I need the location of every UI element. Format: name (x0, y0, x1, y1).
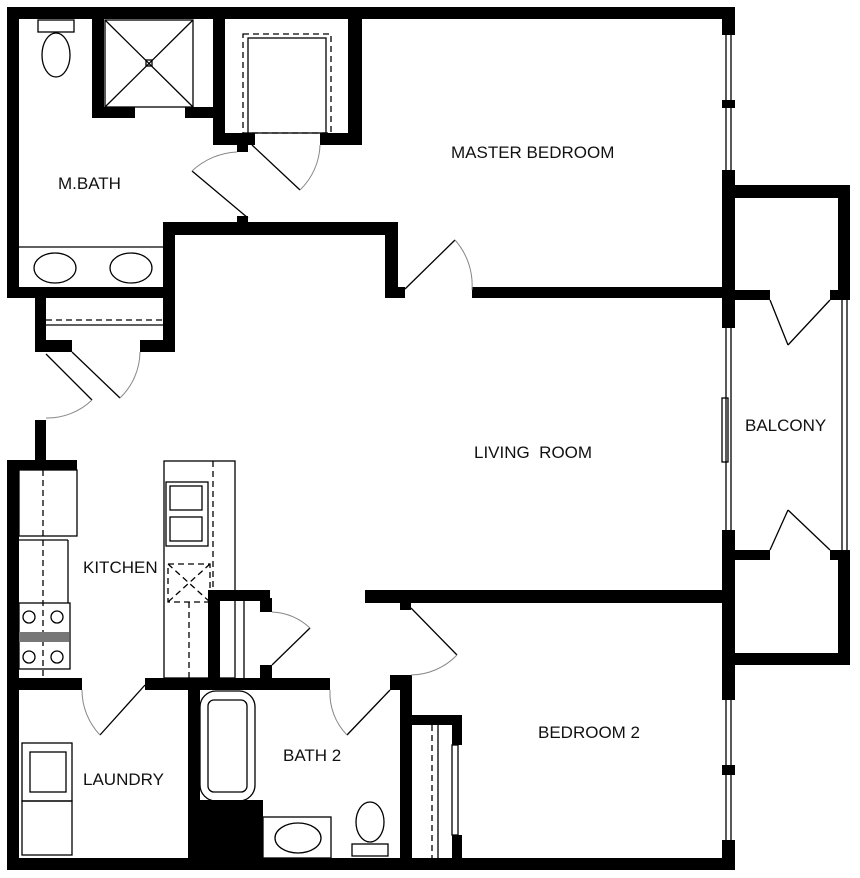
label-bath-2: BATH 2 (283, 746, 341, 765)
shower (104, 19, 194, 108)
label-balcony: BALCONY (745, 416, 826, 435)
sink-icon (274, 822, 322, 854)
vanity (262, 816, 332, 859)
doors (45, 144, 831, 736)
toilet-icon (355, 801, 385, 843)
label-laundry: LAUNDRY (83, 770, 164, 789)
bathtub (199, 690, 256, 802)
sink-icon (109, 252, 153, 284)
label-living-room: LIVING ROOM (474, 443, 592, 462)
fixtures (18, 19, 459, 859)
walls (7, 7, 850, 870)
sink-icon (33, 252, 77, 284)
room-labels: MASTER BEDROOM M.BATH LIVING ROOM BALCON… (58, 143, 826, 789)
label-kitchen: KITCHEN (83, 558, 158, 577)
label-bedroom-2: BEDROOM 2 (538, 723, 640, 742)
closet-shelf (242, 33, 332, 134)
windows (721, 35, 848, 840)
toilet-tank (37, 19, 75, 33)
dryer (21, 800, 73, 856)
label-master-bath: M.BATH (58, 174, 121, 193)
fridge (18, 469, 78, 537)
island (163, 460, 236, 679)
sink-icon (165, 481, 209, 547)
label-master-bedroom: MASTER BEDROOM (451, 143, 614, 162)
toilet-icon (41, 32, 71, 78)
